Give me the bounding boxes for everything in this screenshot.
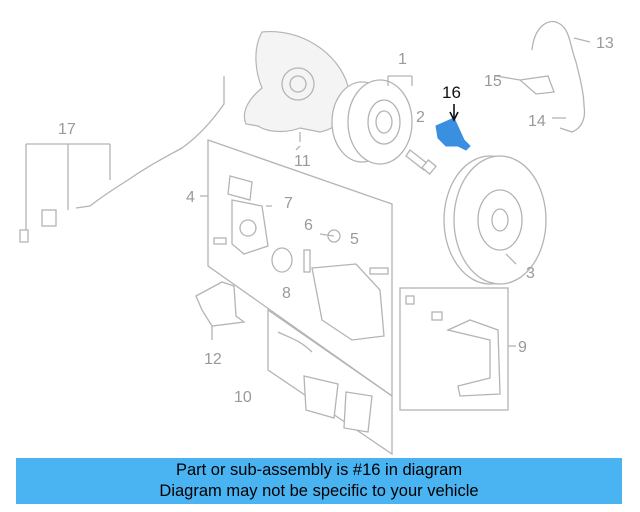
dust-shield [243,30,351,142]
info-banner: Part or sub-assembly is #16 in diagram D… [16,458,622,504]
sensor-bracket-16 [435,104,471,151]
callout-5: 5 [350,231,359,248]
banner-line-2: Diagram may not be specific to your vehi… [159,482,479,500]
callout-9: 9 [518,339,527,356]
abs-sensor-cable [19,76,225,243]
bleeder-fittings [213,229,389,275]
hub-bolt [405,149,437,175]
callout-14: 14 [528,113,546,130]
wheel-hub [331,79,413,165]
seal-ring [271,247,293,273]
callout-15: 15 [484,73,502,90]
banner-line-1: Part or sub-assembly is #16 in diagram [175,461,463,479]
brake-pads-box [267,308,393,456]
caliper-body [311,263,385,341]
callout-3: 3 [526,265,535,282]
caliper-box [200,139,393,398]
callout-6: 6 [304,217,313,234]
brake-hose [531,20,586,133]
callout-10: 10 [234,389,252,406]
callout-13: 13 [596,35,614,52]
hose-clip [518,75,555,95]
callout-labels: 1 2 3 4 5 6 7 8 9 10 11 12 13 14 15 16 1… [58,35,614,406]
callout-7: 7 [284,195,293,212]
callout-8: 8 [282,285,291,302]
callout-4: 4 [186,189,195,206]
caliper-carrier-box [399,287,516,411]
caliper-housing [227,175,272,255]
callout-2: 2 [416,109,425,126]
callout-16: 16 [442,83,461,102]
callout-11: 11 [294,153,311,170]
brake-disc [443,155,547,285]
mount-bracket [195,281,246,327]
callout-1: 1 [398,51,407,68]
callout-12: 12 [204,351,222,368]
leader-lines [211,37,591,340]
callout-17: 17 [58,121,76,138]
